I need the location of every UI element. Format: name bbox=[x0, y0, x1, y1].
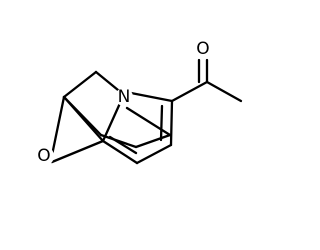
ketone-oxygen-label: O bbox=[37, 146, 50, 166]
bond-ketone-co-2 bbox=[50, 139, 105, 164]
bond-c2-c3 bbox=[134, 133, 172, 149]
acetyl-oxygen-label: O bbox=[196, 39, 209, 59]
bond-ch2-ch2 bbox=[62, 70, 98, 99]
bond-c6-c7 bbox=[135, 143, 173, 165]
structure-drawing: N O O bbox=[37, 39, 243, 166]
bond-ketone-single bbox=[62, 95, 105, 143]
bond-c5-c6 bbox=[169, 99, 174, 147]
bond-ch2-n bbox=[94, 70, 120, 92]
bond-n-c5 bbox=[129, 91, 174, 103]
bond-c7-c3a-inner bbox=[108, 135, 138, 155]
bond-c3-n-a bbox=[125, 106, 172, 137]
bond-c5-acyl bbox=[170, 80, 209, 103]
molecule-canvas: N O O bbox=[37, 39, 243, 166]
bond-acyl-methyl bbox=[205, 80, 243, 103]
bond-n-c3a bbox=[101, 99, 123, 143]
bond-c7-c3a bbox=[101, 139, 139, 165]
bond-ketone-co-1 bbox=[49, 95, 66, 162]
bond-c5-c6-inner bbox=[159, 104, 164, 142]
ring-nitrogen-label: N bbox=[118, 87, 131, 107]
